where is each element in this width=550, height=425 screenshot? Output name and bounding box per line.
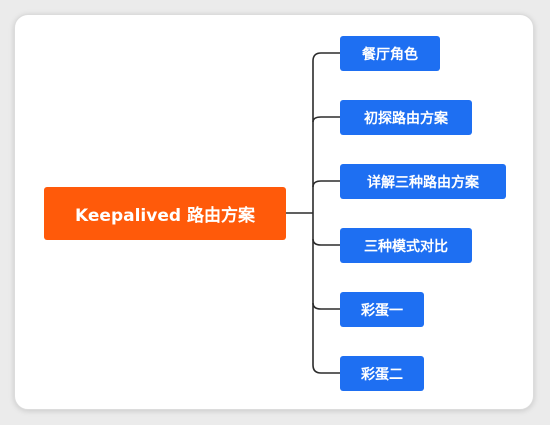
subtopic-node[interactable]: 彩蛋二 xyxy=(340,356,424,391)
root-topic[interactable]: Keepalived 路由方案 xyxy=(44,187,286,240)
subtopic-label: 餐厅角色 xyxy=(362,46,418,63)
subtopic-node[interactable]: 餐厅角色 xyxy=(340,36,440,71)
subtopic-node[interactable]: 彩蛋一 xyxy=(340,292,424,327)
subtopic-label: 初探路由方案 xyxy=(364,110,448,127)
subtopic-node[interactable]: 详解三种路由方案 xyxy=(340,164,506,199)
subtopic-label: 彩蛋一 xyxy=(361,302,403,319)
subtopic-node[interactable]: 初探路由方案 xyxy=(340,100,472,135)
subtopic-label: 详解三种路由方案 xyxy=(367,174,479,191)
root-topic-label: Keepalived 路由方案 xyxy=(75,206,255,226)
subtopic-node[interactable]: 三种模式对比 xyxy=(340,228,472,263)
subtopic-label: 彩蛋二 xyxy=(361,366,403,383)
subtopic-label: 三种模式对比 xyxy=(364,238,448,255)
